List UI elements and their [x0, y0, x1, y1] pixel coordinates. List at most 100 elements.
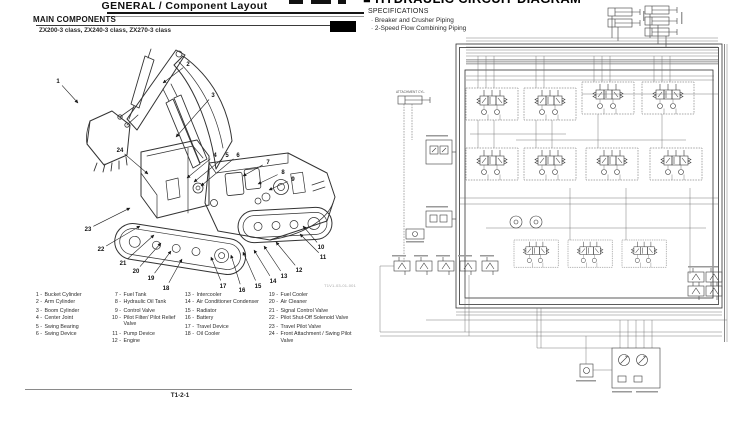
header-rule: [107, 12, 364, 14]
part-item: 2 -Arm Cylinder: [30, 299, 109, 305]
callout-number: 8: [281, 170, 285, 176]
part-label: Swing Bearing: [44, 324, 79, 331]
callout-leader: [230, 254, 241, 285]
bucket: [86, 106, 139, 173]
part-number: 24 -: [268, 331, 278, 338]
rear-track: [237, 206, 333, 244]
boom-arm-cylinder-symbols: [607, 5, 683, 47]
page-number: T1-2-1: [170, 392, 190, 399]
part-label: Arm Cylinder: [44, 298, 76, 305]
part-item: 4 -Center Joint: [30, 315, 109, 321]
part-label: Intercooler: [196, 292, 222, 298]
callout-leader: [242, 251, 256, 281]
section-rule: [36, 25, 350, 26]
part-item: 9 -Control Valve: [109, 308, 182, 314]
part-number: 5 -: [35, 324, 42, 331]
part-number: 13 -: [184, 292, 194, 298]
circuit-connectors: [460, 56, 718, 274]
callout-number: 17: [220, 284, 227, 290]
callout-leader: [127, 234, 155, 260]
part-item: 24 -Front Attachment / Swing Pilot Valve: [266, 331, 362, 344]
part-number: 23 -: [268, 324, 278, 331]
callout-leader: [93, 207, 131, 227]
part-label: Oil Cooler: [196, 331, 221, 338]
callout-leader: [299, 233, 319, 253]
part-item: 22 -Pilot Shut-Off Solenoid Valve: [266, 315, 362, 321]
part-number: 22 -: [268, 315, 278, 322]
part-number: 9 -: [114, 308, 121, 315]
callout-leader: [139, 242, 162, 267]
page-header-title: GENERAL / Component Layout: [101, 0, 268, 12]
hydraulic-circuit-figure: ATTACHMENT CYL.: [366, 2, 730, 420]
part-number: 6 -: [35, 331, 42, 338]
cab: [140, 139, 210, 219]
pump-and-return-lines: [380, 308, 727, 393]
callout-number: 11: [320, 255, 327, 261]
callout-leader: [175, 99, 210, 138]
callout-leader: [154, 250, 172, 274]
footer-rule: [25, 389, 352, 390]
clipped-section-title-text: ■ HYDRAULIC CIRCUIT DIAGRAM: [363, 0, 593, 5]
callout-leader: [275, 241, 296, 266]
part-item: 15 -Radiator: [182, 308, 266, 314]
clipped-section-title: ■ HYDRAULIC CIRCUIT DIAGRAM: [363, 0, 593, 5]
part-number: 16 -: [184, 315, 194, 322]
spec-item: · Breaker and Crusher Piping: [371, 16, 454, 24]
section-marker-box: [330, 21, 356, 32]
part-label: Center Joint: [44, 315, 74, 322]
part-item: 12 -Engine: [109, 338, 182, 344]
excavator-line-art: [86, 48, 336, 276]
callout-number: 21: [120, 261, 127, 267]
callout-number: 24: [117, 148, 124, 154]
callout-leader: [253, 249, 271, 277]
callout-leader: [200, 158, 234, 187]
part-label: Fuel Cooler: [280, 292, 308, 298]
callout-number: 18: [163, 286, 170, 292]
part-item: 5 -Swing Bearing: [30, 324, 109, 330]
hose-band: [466, 59, 718, 65]
callout-leader: [124, 153, 149, 175]
callout-number: 22: [98, 247, 105, 253]
upper-structure: [192, 152, 336, 241]
part-number: 7 -: [114, 292, 121, 298]
part-item: 20 -Air Cleaner: [266, 299, 362, 305]
part-label: Air Cleaner: [280, 298, 308, 305]
part-label: Fuel Tank: [123, 292, 147, 298]
part-label: Bucket Cylinder: [44, 292, 82, 298]
callout-leader: [61, 85, 79, 104]
part-label: Boom Cylinder: [44, 308, 80, 315]
part-number: 10 -: [111, 315, 121, 322]
callout-leader: [106, 225, 141, 247]
arm-and-boom: [126, 48, 233, 170]
part-number: 17 -: [184, 324, 194, 331]
part-label: Travel Pilot Valve: [280, 324, 322, 331]
part-number: 1 -: [35, 292, 42, 298]
callout-leader: [268, 181, 288, 191]
callout-number: 14: [270, 279, 277, 285]
callout-number: 20: [133, 269, 140, 275]
callout-number: 4: [213, 153, 217, 159]
part-item: 13 -Intercooler: [182, 292, 266, 298]
part-number: 14 -: [184, 298, 194, 305]
attachment-cyl-label: ATTACHMENT CYL.: [396, 90, 425, 94]
part-number: 21 -: [268, 308, 278, 315]
callout-number: 13: [281, 274, 288, 280]
section-title: MAIN COMPONENTS: [33, 15, 116, 24]
clipped-fragment: [289, 0, 303, 4]
callout-leader: [186, 158, 211, 179]
right-valve-cluster: [687, 266, 723, 301]
part-label: Control Valve: [123, 308, 155, 315]
callout-number: 12: [296, 268, 303, 274]
part-label: Battery: [196, 315, 214, 322]
part-label: Air Conditioner Condenser: [196, 298, 259, 305]
callout-leader: [193, 158, 223, 183]
part-item: 6 -Swing Device: [30, 331, 109, 337]
callout-number: 10: [318, 245, 325, 251]
part-number: 3 -: [35, 308, 42, 315]
